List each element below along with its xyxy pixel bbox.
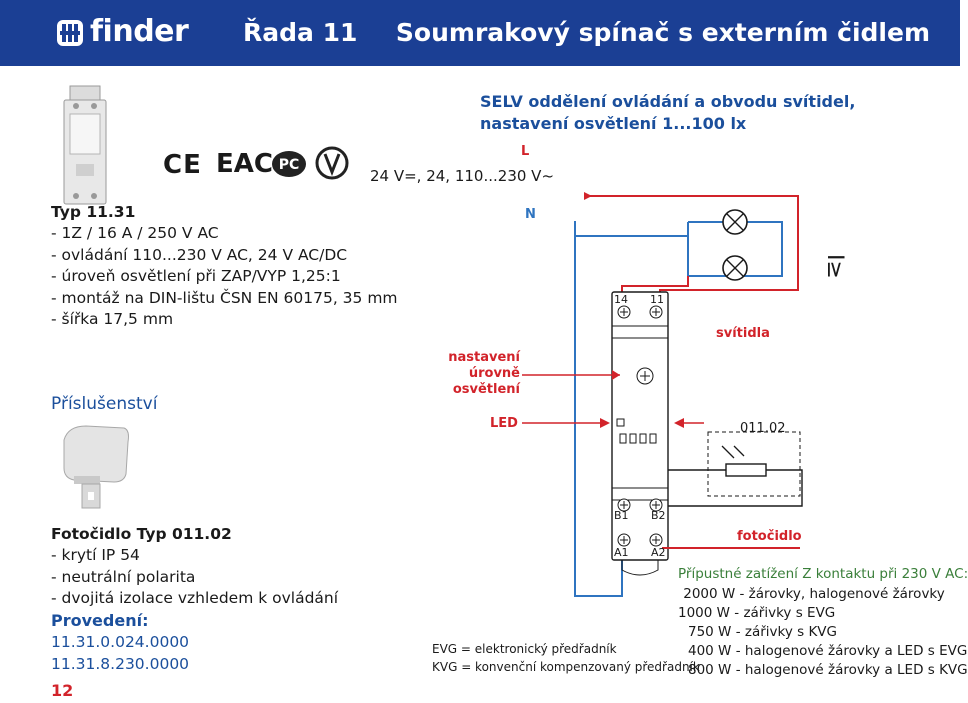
photocell-title: Fotočidlo Typ 011.02 [51,525,232,543]
finder-logo-icon [57,20,83,46]
spec-item: - ovládání 110...230 V AC, 24 V AC/DC [51,245,348,264]
photocell-spec-list: - krytí IP 54 - neutrální polarita - dvo… [51,545,338,610]
certification-mark-icon [315,146,349,180]
photocell-product-image [63,425,129,509]
load-row: 2000 W - žárovky, halogenové žárovky [683,586,945,602]
pct-certification-icon: РС [272,151,306,177]
terminal-11: 11 [650,293,664,306]
product-spec-list: - 1Z / 16 A / 250 V AC - ovládání 110...… [51,223,398,331]
led-indicator-icon [616,418,625,427]
spec-item: - úroveň osvětlení při ZAP/VYP 1,25:1 [51,267,341,285]
photocell-spec-item: - krytí IP 54 [51,546,140,564]
terminal-screw-icon [617,533,631,547]
terminal-14: 14 [614,293,628,306]
relay-module [611,291,669,561]
load-row: 750 W - zářivky s KVG [688,624,838,640]
neutral-wire [574,221,623,597]
terminal-b2: B2 [651,509,666,522]
terminal-screw-icon [649,533,663,547]
terminal-screw-icon [617,305,631,319]
photocell-spec-item: - dvojitá izolace vzhledem k ovládání [51,589,339,607]
photoresistor-icon [725,463,767,477]
load-row: 400 W - halogenové žárovky a LED s EVG [688,643,968,659]
live-label: L [521,144,530,159]
led-label: LED [490,416,518,431]
spec-item: - šířka 17,5 mm [51,310,174,328]
page-subtitle: Soumrakový spínač s externím čidlem [395,18,930,47]
legend-item: KVG = konvenční kompenzovaný předřadník [432,660,700,674]
load-row: 800 W - halogenové žárovky a LED s KVG [688,662,968,678]
relay-product-image [63,85,107,205]
lamp-neutral-wire [575,235,689,237]
light-rays-icon [721,445,745,459]
product-type-title: Typ 11.31 [51,203,136,221]
adjust-label: nastavení úrovně osvětlení [448,350,520,397]
brand-logo-text: finder [90,14,189,49]
diagram-header-line1: SELV oddělení ovládání a obvodu svítidel… [480,92,856,111]
accessories-heading: Příslušenství [51,394,158,414]
ce-mark: CE [163,150,202,180]
eac-mark: EAC [216,149,273,179]
terminal-screw-icon [649,498,663,512]
terminal-screw-icon [649,305,663,319]
version-code: 11.31.8.230.0000 [51,654,190,673]
load-table-title: Přípustné zatížení Z kontaktu při 230 V … [678,566,968,582]
supply-voltage-label: 24 V=, 24, 110...230 V~ [370,167,555,185]
ballast-legend: EVG = elektronický předřadník KVG = konv… [432,640,700,676]
lamps-label: svítidla [716,326,770,341]
adjust-knob-icon [636,367,654,385]
header-bar: finder Řada 11 Soumrakový spínač s exter… [0,0,960,66]
load-table: 2000 W - žárovky, halogenové žárovky 100… [678,585,968,680]
current-symbol: I≥ [821,254,847,279]
sensor-model-label: 011.02 [740,421,786,436]
load-row: 1000 W - zářivky s EVG [678,605,836,621]
diagram-header-line2: nastavení osvětlení 1...100 lx [480,114,747,133]
photocell-box [707,431,801,497]
sensor-label: fotočidlo [737,529,802,544]
series-title: Řada 11 [243,18,358,47]
terminal-a2: A2 [651,546,666,559]
terminal-a1: A1 [614,546,629,559]
photocell-spec-item: - neutrální polarita [51,567,196,586]
live-wire [588,195,799,304]
spec-item: - 1Z / 16 A / 250 V AC [51,224,219,242]
legend-item: EVG = elektronický předřadník [432,642,617,656]
terminal-screw-icon [617,498,631,512]
version-code: 11.31.0.024.0000 [51,633,190,651]
versions-heading: Provedení: [51,611,149,630]
terminal-b1: B1 [614,509,629,522]
page-number: 12 [51,681,74,700]
neutral-label: N [525,207,536,222]
versions-list: 11.31.0.024.0000 11.31.8.230.0000 [51,632,189,675]
dip-switch-icon [619,433,657,444]
spec-item: - montáž na DIN-lištu ČSN EN 60175, 35 m… [51,288,398,307]
lamp-icon [722,209,748,235]
lamp-icon [722,255,748,281]
svg-text:РС: РС [279,157,300,173]
